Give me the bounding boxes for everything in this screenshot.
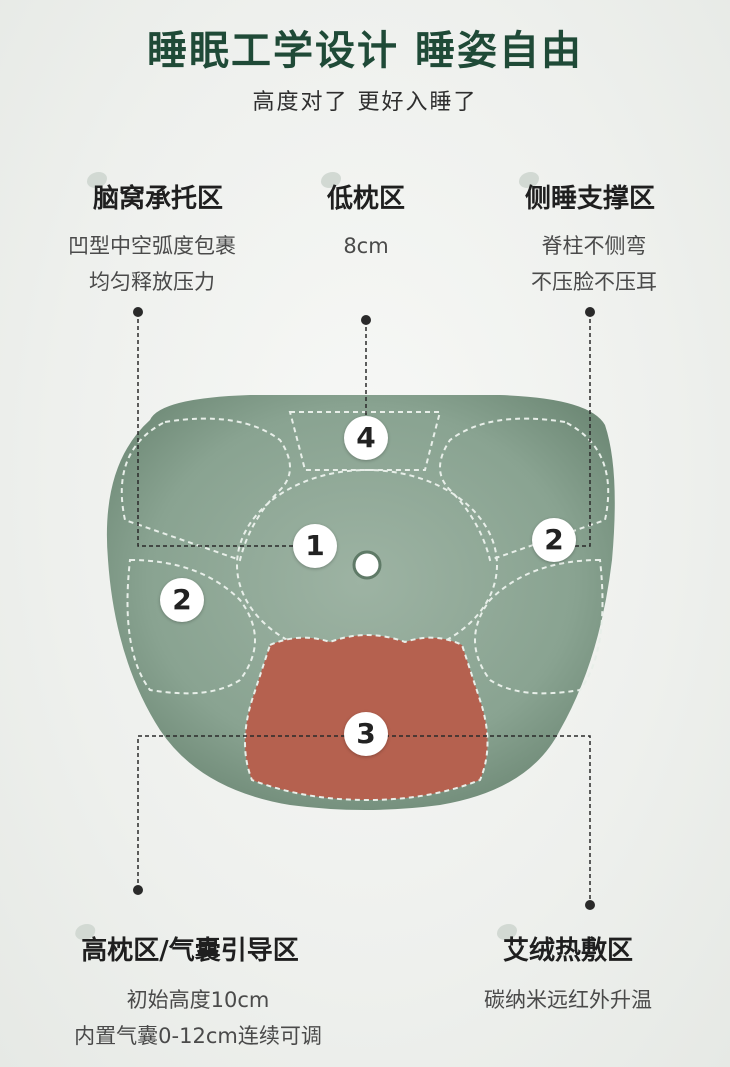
zone-marker-2-left: 2 xyxy=(160,578,204,622)
zone-desc-brain-rest: 凹型中空弧度包裹 均匀释放压力 xyxy=(68,234,236,294)
page-title: 睡眠工学设计 睡姿自由 xyxy=(147,28,583,74)
zone-desc-side-support: 脊柱不侧弯 不压脸不压耳 xyxy=(531,234,657,294)
zone-title-low-pillow: 低枕区 xyxy=(320,172,405,215)
zone-title-brain-rest: 脑窝承托区 xyxy=(86,172,223,215)
zone-marker-1: 1 xyxy=(293,524,337,568)
zone-title-side-support: 侧睡支撑区 xyxy=(518,172,655,215)
zone-desc-heat: 碳纳米远红外升温 xyxy=(484,988,652,1012)
zone-outlines xyxy=(120,411,610,695)
zone-marker-2-right: 2 xyxy=(532,518,576,562)
leader-dots xyxy=(133,307,595,910)
zone-marker-3: 3 xyxy=(344,712,388,756)
zone-marker-4: 4 xyxy=(344,416,388,460)
center-hole xyxy=(352,550,382,580)
zone-title-high-pillow: 高枕区/气囊引导区 xyxy=(75,924,299,967)
zone-desc-high-pillow: 初始高度10cm 内置气囊0-12cm连续可调 xyxy=(74,988,322,1048)
pillow-body xyxy=(106,395,615,810)
leader-lines xyxy=(137,312,591,905)
zone-desc-low-pillow: 8cm xyxy=(343,234,389,258)
zone-title-heat: 艾绒热敷区 xyxy=(496,924,633,967)
page-subtitle: 高度对了 更好入睡了 xyxy=(252,90,478,115)
